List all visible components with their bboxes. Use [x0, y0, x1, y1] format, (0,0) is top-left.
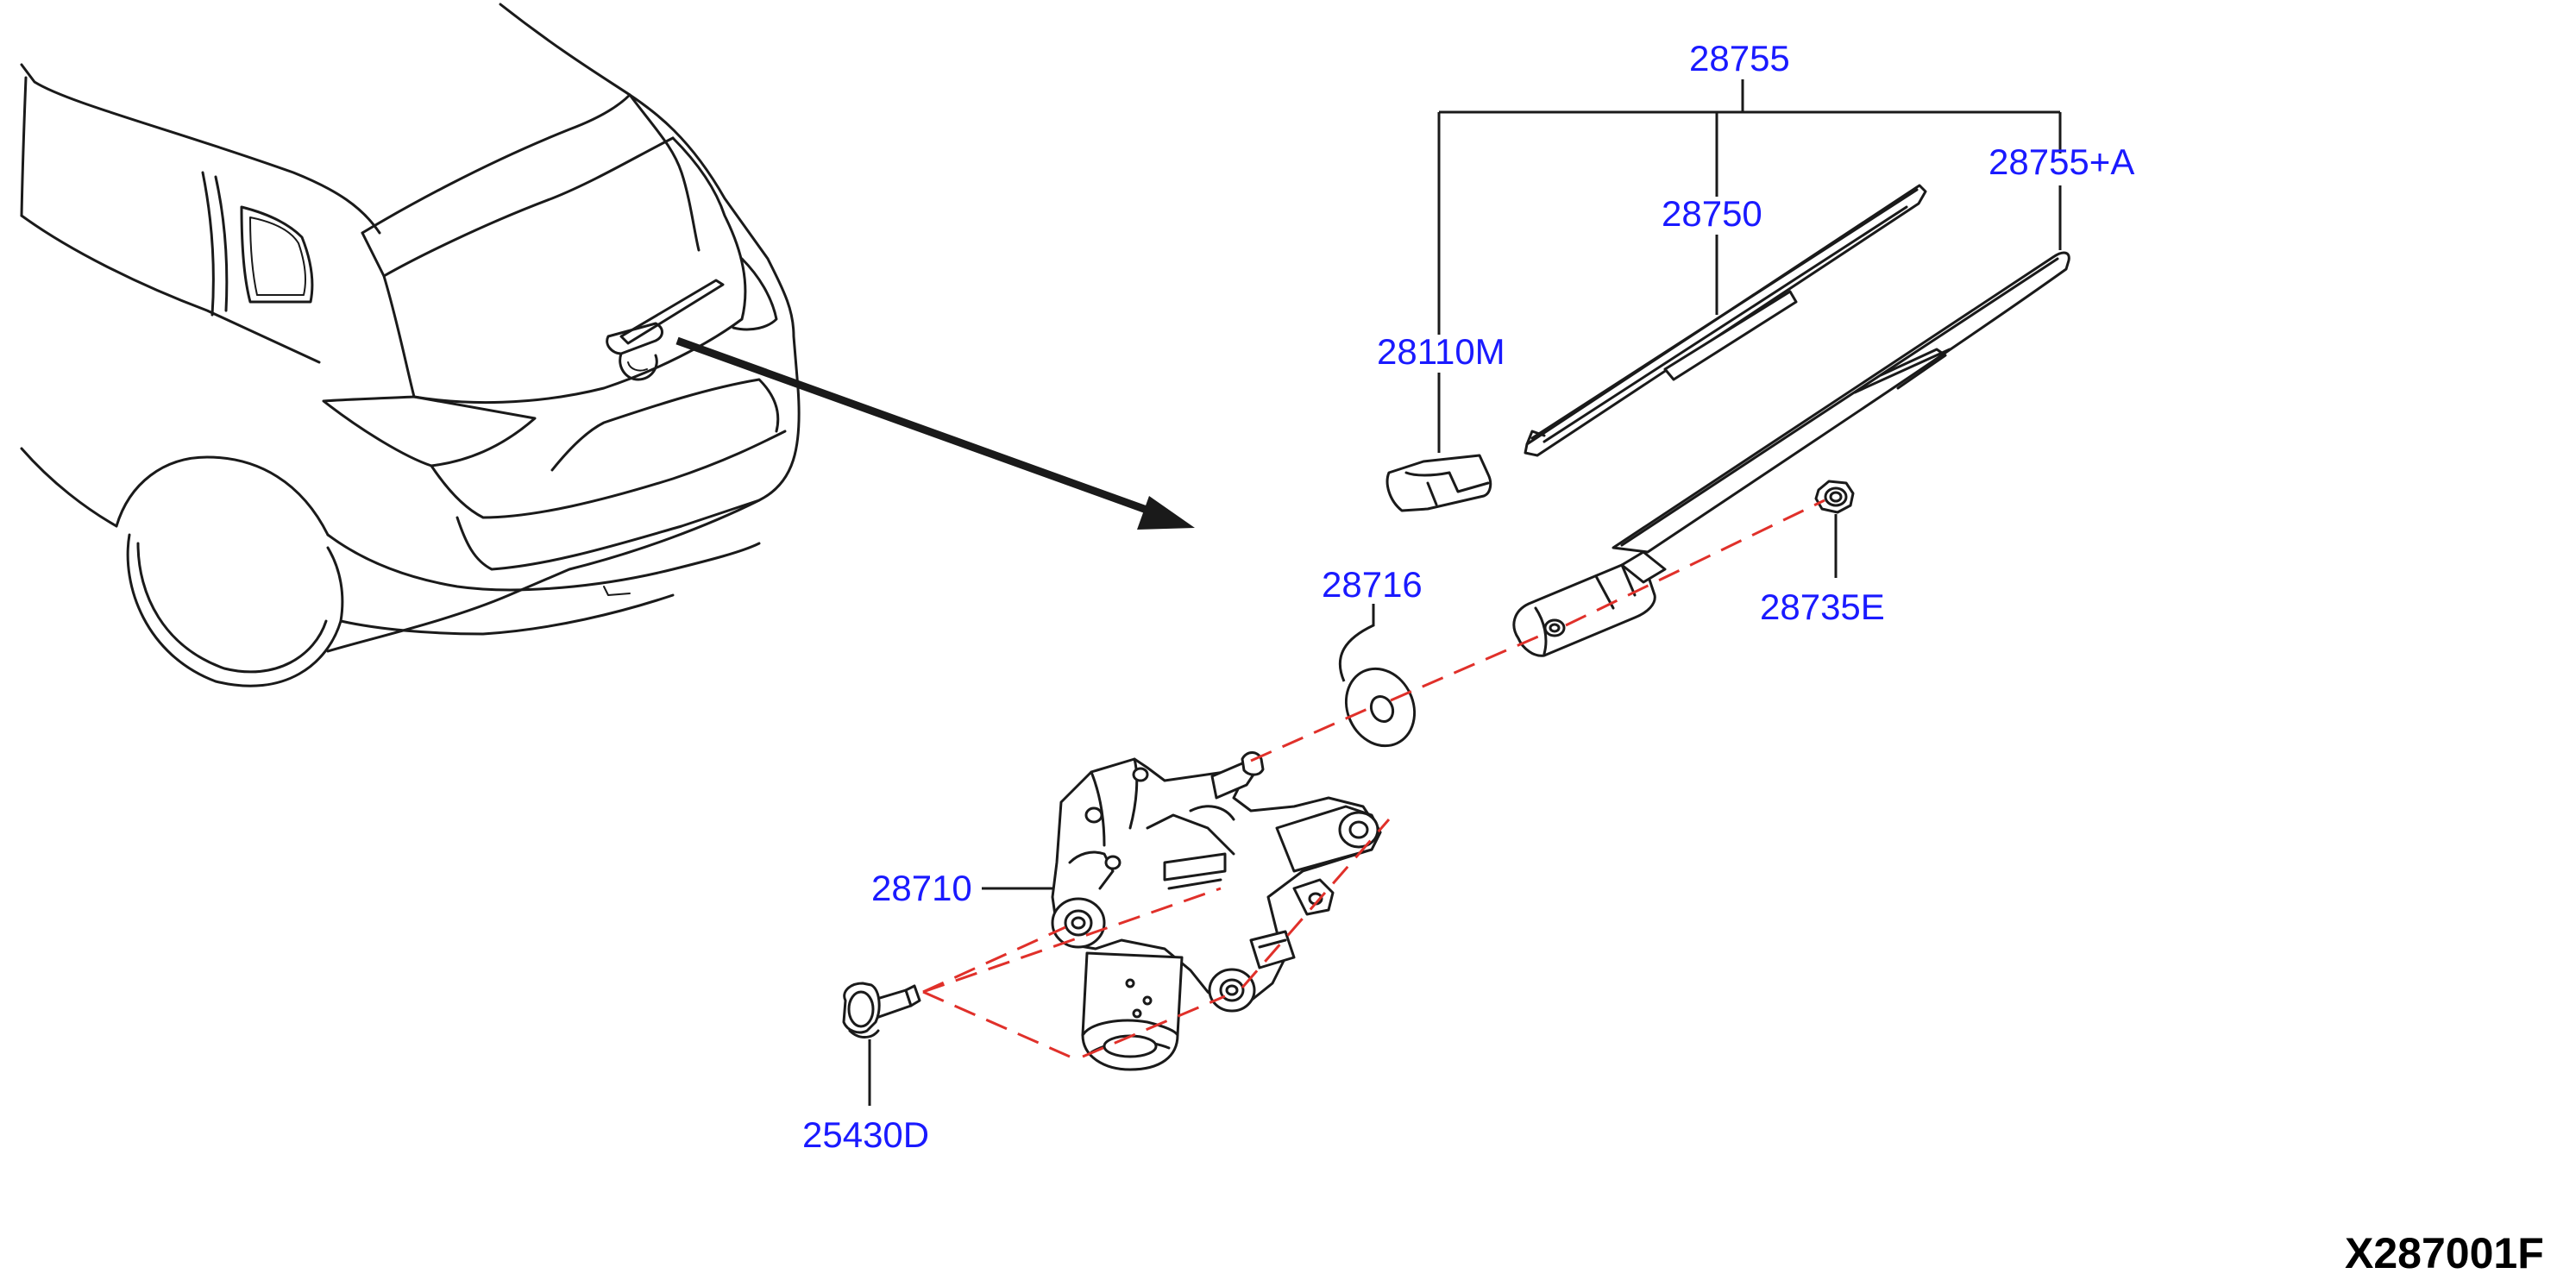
cap-28110M — [1385, 454, 1492, 512]
part-label-28755: 28755 — [1689, 38, 1790, 78]
wiper-arm-28755A — [1512, 251, 2070, 657]
nut-28735E — [1814, 480, 1855, 514]
washer-28716 — [1344, 667, 1417, 748]
part-label-28755A: 28755+A — [1989, 141, 2134, 182]
part-labels: 28755 28755+A 28750 28110M 28716 28735E … — [802, 38, 2134, 1155]
bolt-25430D — [842, 982, 921, 1038]
part-label-28735E: 28735E — [1760, 587, 1885, 627]
part-label-28110M: 28110M — [1377, 331, 1505, 372]
diagram-code: X287001F — [2345, 1229, 2544, 1277]
assembly-centerlines — [922, 499, 1825, 1058]
leader-lines — [868, 79, 2062, 1106]
wiper-blade-28750 — [1524, 184, 1927, 457]
part-label-28716: 28716 — [1322, 564, 1423, 605]
motor-assembly-28710 — [1051, 751, 1382, 1071]
part-label-25430D: 25430D — [802, 1114, 929, 1155]
part-label-28750: 28750 — [1662, 193, 1762, 234]
pointer-arrow — [675, 336, 1195, 530]
part-label-28710: 28710 — [871, 868, 972, 908]
vehicle-rear-illustration — [20, 3, 801, 687]
